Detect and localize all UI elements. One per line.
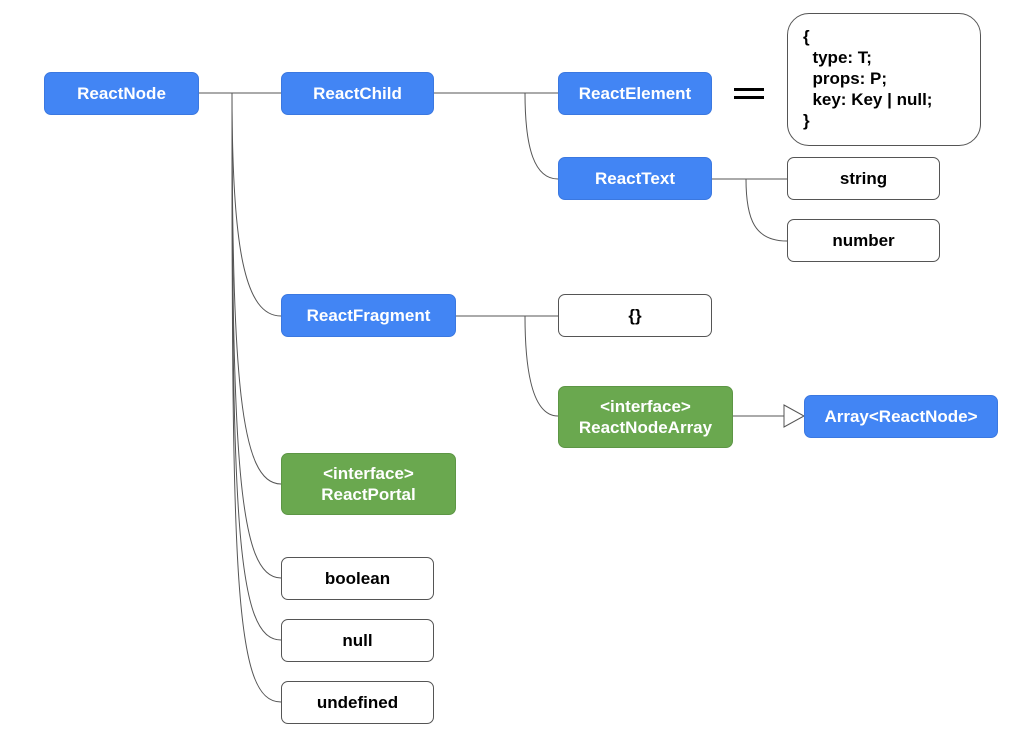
node-null: null — [281, 619, 434, 662]
node-empty-object: {} — [558, 294, 712, 337]
shape-line-open: { — [803, 27, 810, 46]
edge-reactchild-reacttext — [524, 92, 559, 180]
node-array-reactnode: Array<ReactNode> — [804, 395, 998, 438]
node-number: number — [787, 219, 940, 262]
node-reactnodearray-stereotype: <interface> — [600, 397, 691, 416]
node-reactelement: ReactElement — [558, 72, 712, 115]
node-reactportal-label: ReactPortal — [321, 485, 416, 504]
node-empty-object-label: {} — [628, 306, 642, 325]
inheritance-arrowhead — [783, 404, 806, 428]
node-reactnode-label: ReactNode — [77, 84, 166, 103]
node-reactnode: ReactNode — [44, 72, 199, 115]
node-boolean: boolean — [281, 557, 434, 600]
node-array-reactnode-label: Array<ReactNode> — [824, 407, 978, 426]
node-reactfragment-label: ReactFragment — [306, 306, 431, 325]
shape-line-close: } — [803, 111, 810, 130]
node-reactelement-label: ReactElement — [578, 84, 692, 103]
edge-reactfragment-reactnodearray — [524, 315, 559, 417]
react-element-shape-box: { type: T; props: P; key: Key | null;} — [787, 13, 981, 146]
node-reactportal: <interface> ReactPortal — [281, 453, 456, 515]
node-number-label: number — [832, 231, 895, 250]
node-string-label: string — [839, 169, 888, 188]
equals-sign — [734, 88, 764, 100]
node-reactchild: ReactChild — [281, 72, 434, 115]
node-reactnodearray-label: ReactNodeArray — [578, 418, 713, 437]
edge-reactnode-reactportal — [231, 92, 282, 485]
node-reactportal-stereotype: <interface> — [323, 464, 414, 483]
node-boolean-label: boolean — [324, 569, 391, 588]
node-reactchild-label: ReactChild — [313, 84, 402, 103]
edge-reactnode-reactfragment — [231, 92, 282, 317]
shape-line-key: key: Key | null; — [803, 90, 933, 109]
node-null-label: null — [342, 631, 373, 650]
edge-reactnode-boolean — [231, 92, 282, 579]
node-undefined: undefined — [281, 681, 434, 724]
edge-reactnode-undefined — [231, 92, 282, 703]
shape-line-type: type: T; — [803, 48, 872, 67]
node-undefined-label: undefined — [316, 693, 399, 712]
node-reactnodearray: <interface> ReactNodeArray — [558, 386, 733, 448]
node-string: string — [787, 157, 940, 200]
shape-line-props: props: P; — [803, 69, 888, 88]
node-reacttext: ReactText — [558, 157, 712, 200]
edge-reacttext-number — [745, 178, 788, 242]
node-reactfragment: ReactFragment — [281, 294, 456, 337]
node-reacttext-label: ReactText — [595, 169, 675, 188]
